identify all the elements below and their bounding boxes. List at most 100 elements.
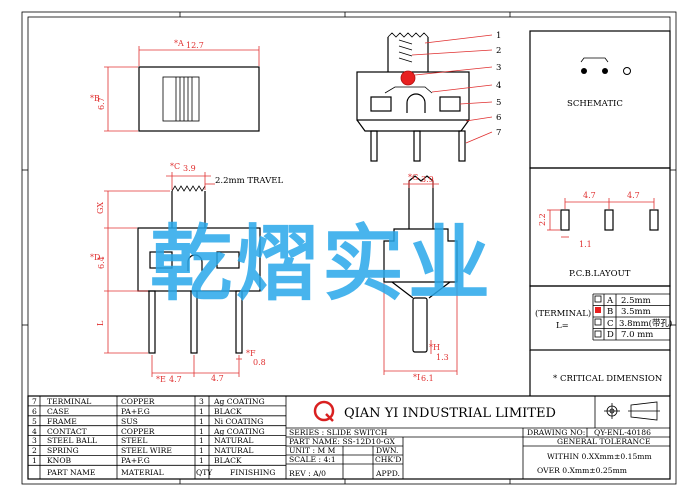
svg-text:*A: *A — [174, 39, 184, 48]
zone-ticks — [22, 12, 676, 484]
schematic: SCHEMATIC — [567, 57, 631, 109]
callouts: 1 2 3 4 5 6 7 — [411, 31, 501, 144]
pcb-dim-b: 4.7 — [627, 191, 640, 200]
callout-5: 5 — [496, 98, 501, 108]
svg-text:1: 1 — [199, 427, 204, 436]
tolerance-line-1: WITHIN 0.XXmm±0.15mm — [547, 452, 652, 461]
svg-text:6: 6 — [32, 407, 37, 416]
bom-row-7: 7 TERMINAL COPPER 3 Ag COATING — [32, 397, 265, 406]
svg-text:TERMINAL: TERMINAL — [47, 397, 91, 406]
watermark: 乾熠实业 — [150, 217, 494, 312]
terminal-option-b: 3.5mm — [621, 307, 651, 317]
svg-text:*F: *F — [246, 349, 256, 358]
svg-text:3: 3 — [32, 436, 37, 445]
svg-text:MATERIAL: MATERIAL — [121, 468, 164, 477]
svg-text:*E: *E — [156, 375, 166, 384]
svg-text:5: 5 — [32, 417, 37, 426]
svg-text:STEEL BALL: STEEL BALL — [47, 436, 97, 445]
bom-row-5: 5 FRAME SUS 1 Ni COATING — [32, 417, 263, 426]
svg-text:*B: *B — [90, 94, 100, 103]
drawing-no-label: DRAWING NO: — [527, 428, 585, 437]
svg-text:4: 4 — [32, 427, 37, 436]
svg-text:NATURAL: NATURAL — [214, 436, 253, 445]
svg-text:3: 3 — [199, 397, 204, 406]
svg-text:1: 1 — [199, 446, 204, 455]
side-view-case — [356, 71, 470, 121]
title-block: 7 TERMINAL COPPER 3 Ag COATING 6 CASE PA… — [27, 395, 671, 480]
travel-label: 2.2mm TRAVEL — [215, 176, 283, 186]
critical-note: * CRITICAL DIMENSION — [553, 374, 663, 384]
terminal-table: (TERMINAL) L= A B C D 2.5mm 3.5mm 3.8mm(… — [535, 293, 672, 341]
svg-text:FINISHING: FINISHING — [230, 468, 275, 477]
terminal-l-label: L= — [556, 321, 569, 331]
pcb-dim-w: 1.1 — [579, 240, 592, 249]
callout-2: 2 — [496, 46, 501, 56]
svg-text:*H: *H — [429, 343, 440, 352]
dwn-text: DWN. — [376, 446, 398, 455]
svg-text:Ni COATING: Ni COATING — [214, 417, 263, 426]
pcb-label: P.C.B.LAYOUT — [569, 269, 631, 279]
svg-text:1: 1 — [32, 456, 37, 465]
top-view-body — [138, 66, 260, 132]
bom-header: PART NAME MATERIAL QTY FINISHING — [47, 468, 275, 477]
dim-f-value: 0.8 — [253, 358, 266, 367]
bom-row-4: 4 CONTACT COPPER 1 Ag COATING — [32, 427, 265, 436]
unit-text: UNIT : M M — [289, 446, 336, 455]
front-view-case — [137, 227, 261, 292]
callout-4: 4 — [496, 81, 501, 91]
side-view — [356, 32, 470, 162]
svg-text:PA+F.G: PA+F.G — [121, 456, 150, 465]
steel-ball — [400, 70, 416, 86]
dim-pitch: 4.7 — [211, 374, 224, 383]
dim-l: L — [96, 320, 105, 326]
svg-text:1: 1 — [199, 456, 204, 465]
svg-text:*D: *D — [90, 253, 100, 262]
top-view-knob-slot — [162, 76, 200, 122]
terminal-label: (TERMINAL) — [535, 308, 591, 319]
svg-text:1: 1 — [199, 417, 204, 426]
company-name: QIAN YI INDUSTRIAL LIMITED — [344, 406, 556, 421]
scale-text: SCALE : 4:1 — [289, 455, 336, 464]
callout-1: 1 — [496, 31, 501, 41]
dim-h-value: 1.3 — [436, 353, 449, 362]
svg-text:Ag COATING: Ag COATING — [213, 397, 265, 406]
svg-text:2: 2 — [32, 446, 37, 455]
svg-text:D: D — [607, 330, 614, 340]
pcb-layout: 4.7 4.7 2.2 1.1 P.C.B.LAYOUT — [538, 191, 659, 279]
svg-text:*C: *C — [170, 162, 180, 171]
svg-text:COPPER: COPPER — [121, 427, 155, 436]
svg-text:NATURAL: NATURAL — [214, 446, 253, 455]
svg-text:Ag COATING: Ag COATING — [213, 427, 265, 436]
svg-text:KNOB: KNOB — [47, 456, 72, 465]
contact-spring — [384, 86, 433, 94]
svg-text:1: 1 — [199, 436, 204, 445]
dim-g-value: 3.9 — [421, 175, 434, 184]
part-name-text: PART NAME: SS-12D10-GX — [289, 437, 396, 446]
svg-text:1: 1 — [199, 407, 204, 416]
pcb-dim-h: 2.2 — [538, 213, 547, 226]
dim-b-value: 6.7 — [97, 97, 106, 110]
svg-text:*G: *G — [408, 173, 418, 182]
terminal-panel — [529, 285, 671, 351]
terminal-option-d: 7.0 mm — [621, 330, 653, 340]
dim-e-value: 4.7 — [169, 375, 182, 384]
terminal-option-c: 3.8mm(带孔) — [619, 318, 672, 329]
chkd-text: CHK'D — [375, 455, 401, 464]
svg-text:A: A — [606, 296, 614, 306]
svg-text:C: C — [607, 319, 614, 329]
top-view: *A 12.7 *B 6.7 — [90, 39, 260, 132]
svg-text:CONTACT: CONTACT — [47, 427, 87, 436]
dim-d-value: 6.4 — [97, 256, 106, 269]
dim-a-value: 12.7 — [186, 41, 204, 50]
svg-text:STEEL: STEEL — [121, 436, 147, 445]
svg-text:*I: *I — [413, 373, 420, 382]
svg-text:FRAME: FRAME — [47, 417, 77, 426]
projection-symbol-icon — [604, 401, 660, 421]
company-logo — [313, 400, 335, 422]
terminal-option-a: 2.5mm — [621, 296, 651, 306]
callout-3: 3 — [496, 63, 501, 73]
svg-text:PART NAME: PART NAME — [47, 468, 95, 477]
svg-text:COPPER: COPPER — [121, 397, 155, 406]
